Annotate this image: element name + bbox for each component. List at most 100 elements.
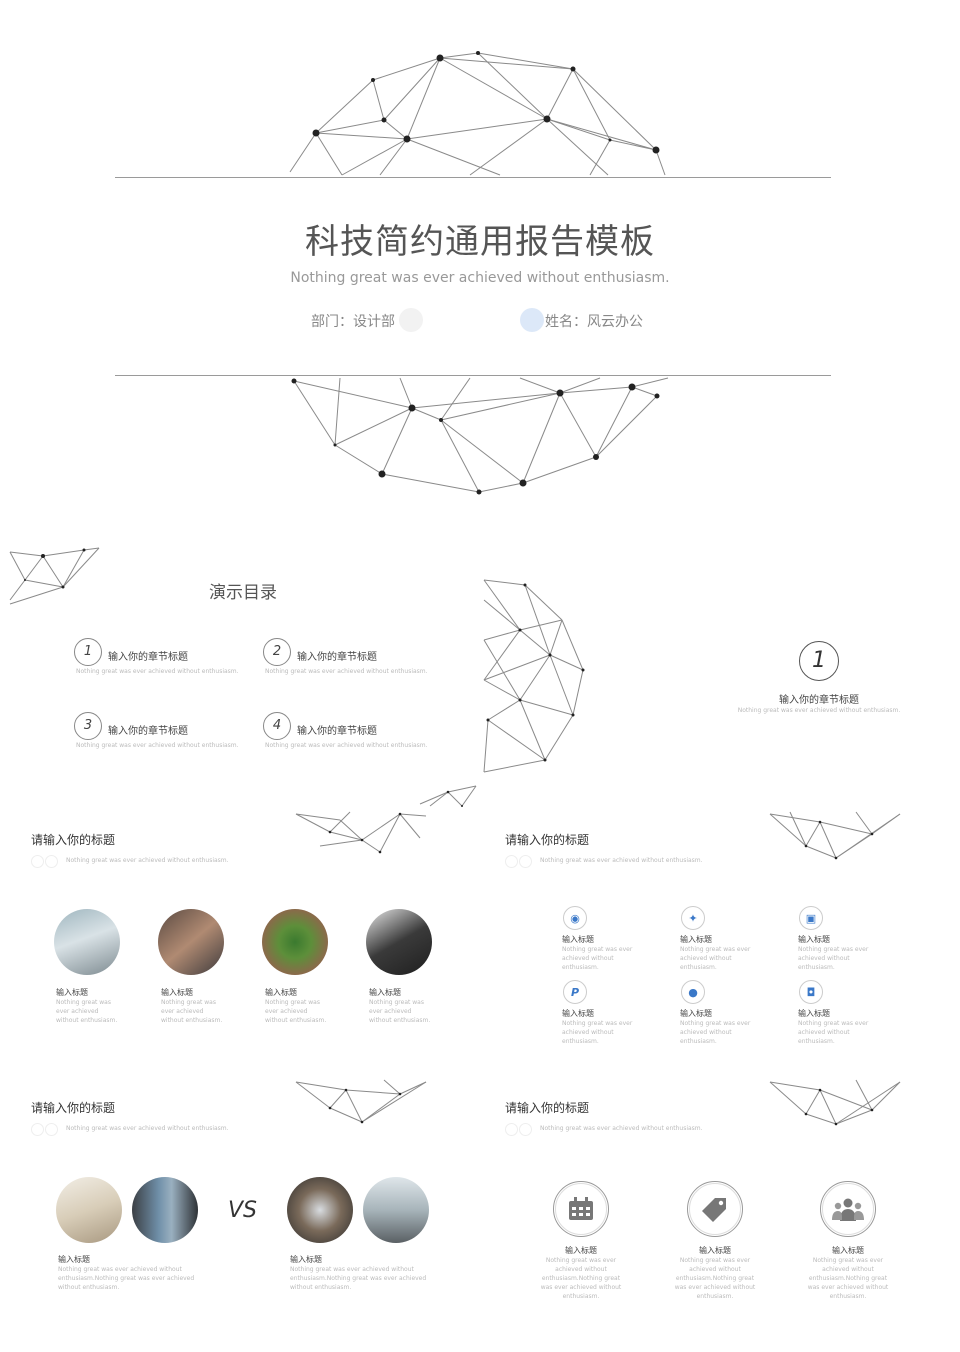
slide6-item-2: 输入标题 Nothing great was ever achieved wit… — [674, 1245, 756, 1301]
toc-label: 输入你的章节标题 — [297, 652, 377, 663]
toc-desc: Nothing great was ever achieved without … — [76, 742, 239, 749]
slide3-card-3: 输入标题 Nothing great was ever achieved wit… — [265, 987, 331, 1025]
toc-corner-network — [9, 547, 100, 605]
photo-office-room — [56, 1177, 122, 1243]
chapter-number: 1 — [812, 648, 826, 673]
twitter-icon[interactable]: ✦ — [681, 906, 705, 930]
card-desc: Nothing great was ever achieved without … — [265, 999, 327, 1024]
slide5-title: 请输入你的标题 — [31, 1101, 116, 1115]
vs-label: VS — [228, 1198, 258, 1223]
card-title: 输入标题 — [369, 988, 401, 997]
group-icon[interactable] — [820, 1181, 876, 1237]
name-bubble — [520, 308, 544, 332]
rss-icon[interactable]: ◉ — [563, 906, 587, 930]
toc-desc: Nothing great was ever achieved without … — [76, 668, 239, 675]
item-desc: Nothing great was ever achieved without … — [562, 946, 633, 971]
item-title: 输入标题 — [832, 1246, 864, 1255]
tag-icon[interactable] — [687, 1181, 743, 1237]
photo-handshake — [366, 909, 432, 975]
photo-team-table — [287, 1177, 353, 1243]
item-title: 输入标题 — [798, 1009, 830, 1018]
card-title: 输入标题 — [265, 988, 297, 997]
toc-number: 4 — [263, 712, 291, 740]
slide4-item-1: 输入标题 Nothing great was ever achieved wit… — [562, 934, 646, 972]
toc-label: 输入你的章节标题 — [108, 652, 188, 663]
slide4-item-2: 输入标题 Nothing great was ever achieved wit… — [680, 934, 764, 972]
item-title: 输入标题 — [562, 935, 594, 944]
item-desc: Nothing great was ever achieved without … — [798, 1020, 869, 1045]
chapter-desc: Nothing great was ever achieved without … — [737, 707, 901, 714]
card-title: 输入标题 — [161, 988, 193, 997]
item-title: 输入标题 — [798, 935, 830, 944]
cover-subtitle: Nothing great was ever achieved without … — [290, 270, 670, 286]
item-title: 输入标题 — [680, 1009, 712, 1018]
card-desc: Nothing great was ever achieved without … — [161, 999, 223, 1024]
photo-window-view — [132, 1177, 198, 1243]
slide6-subtitle: Nothing great was ever achieved without … — [540, 1125, 703, 1132]
slide4-item-6: 输入标题 Nothing great was ever achieved wit… — [798, 1008, 882, 1046]
paypal-icon[interactable]: P — [563, 980, 587, 1004]
item-title: 输入标题 — [565, 1246, 597, 1255]
slide4-item-3: 输入标题 Nothing great was ever achieved wit… — [798, 934, 882, 972]
android-icon[interactable]: ▣ — [799, 906, 823, 930]
slide5-network — [295, 1079, 427, 1124]
cover-top-rule — [115, 177, 831, 178]
toc-number: 1 — [74, 638, 102, 666]
slide6-network — [769, 1079, 901, 1126]
slide6-item-3: 输入标题 Nothing great was ever achieved wit… — [807, 1245, 889, 1301]
toc-desc: Nothing great was ever achieved without … — [265, 668, 428, 675]
toc-desc: Nothing great was ever achieved without … — [265, 742, 428, 749]
item-desc: Nothing great was ever achieved without … — [680, 946, 751, 971]
slide3-card-4: 输入标题 Nothing great was ever achieved wit… — [369, 987, 435, 1025]
slide4-subtitle: Nothing great was ever achieved without … — [540, 857, 703, 864]
right-title: 输入标题 — [290, 1255, 322, 1264]
photo-laptop — [54, 909, 120, 975]
slide3-network — [295, 811, 427, 854]
slide3-dots — [31, 853, 59, 872]
photo-meeting — [158, 909, 224, 975]
cover-department: 部门：设计部 — [311, 314, 395, 330]
item-desc: Nothing great was ever achieved without … — [680, 1020, 751, 1045]
toc-number: 2 — [263, 638, 291, 666]
toc-label: 输入你的章节标题 — [297, 726, 377, 737]
slide4-item-5: 输入标题 Nothing great was ever achieved wit… — [680, 1008, 764, 1046]
cover-title: 科技简约通用报告模板 — [305, 222, 655, 262]
cover-bottom-rule — [115, 375, 831, 376]
toc-number: 3 — [74, 712, 102, 740]
slide5-subtitle: Nothing great was ever achieved without … — [66, 1125, 229, 1132]
slide3-card-2: 输入标题 Nothing great was ever achieved wit… — [161, 987, 227, 1025]
toc-half-sphere-network — [483, 579, 585, 773]
calendar-icon[interactable] — [553, 1181, 609, 1237]
slide6-item-1: 输入标题 Nothing great was ever achieved wit… — [540, 1245, 622, 1301]
network-sphere-top — [289, 51, 666, 176]
toc-bottom-network — [419, 785, 477, 807]
item-title: 输入标题 — [680, 935, 712, 944]
item-title: 输入标题 — [699, 1246, 731, 1255]
slide5-left-text: 输入标题 Nothing great was ever achieved wit… — [58, 1254, 208, 1292]
slide4-item-4: 输入标题 Nothing great was ever achieved wit… — [562, 1008, 646, 1046]
toc-label: 输入你的章节标题 — [108, 726, 188, 737]
photo-lounge — [363, 1177, 429, 1243]
card-desc: Nothing great was ever achieved without … — [369, 999, 431, 1024]
item-desc: Nothing great was ever achieved without … — [562, 1020, 633, 1045]
slide5-right-text: 输入标题 Nothing great was ever achieved wit… — [290, 1254, 440, 1292]
right-desc: Nothing great was ever achieved without … — [290, 1266, 427, 1291]
toc-title: 演示目录 — [209, 583, 277, 603]
item-desc: Nothing great was ever achieved without … — [807, 1257, 889, 1300]
slide6-dots — [505, 1121, 533, 1140]
slide3-card-1: 输入标题 Nothing great was ever achieved wit… — [56, 987, 122, 1025]
item-desc: Nothing great was ever achieved without … — [540, 1257, 622, 1300]
department-bubble — [399, 308, 423, 332]
slide4-network — [769, 811, 901, 860]
cover-name: 姓名：风云办公 — [545, 314, 643, 330]
apple-icon[interactable]: ● — [681, 980, 705, 1004]
item-desc: Nothing great was ever achieved without … — [798, 946, 869, 971]
chapter-number-circle: 1 — [799, 641, 839, 681]
instagram-icon[interactable]: ◘ — [799, 980, 823, 1004]
item-desc: Nothing great was ever achieved without … — [674, 1257, 756, 1300]
slide3-subtitle: Nothing great was ever achieved without … — [66, 857, 229, 864]
network-sphere-bottom — [291, 377, 669, 495]
card-desc: Nothing great was ever achieved without … — [56, 999, 118, 1024]
slide4-title: 请输入你的标题 — [505, 833, 590, 847]
slide4-dots — [505, 853, 533, 872]
